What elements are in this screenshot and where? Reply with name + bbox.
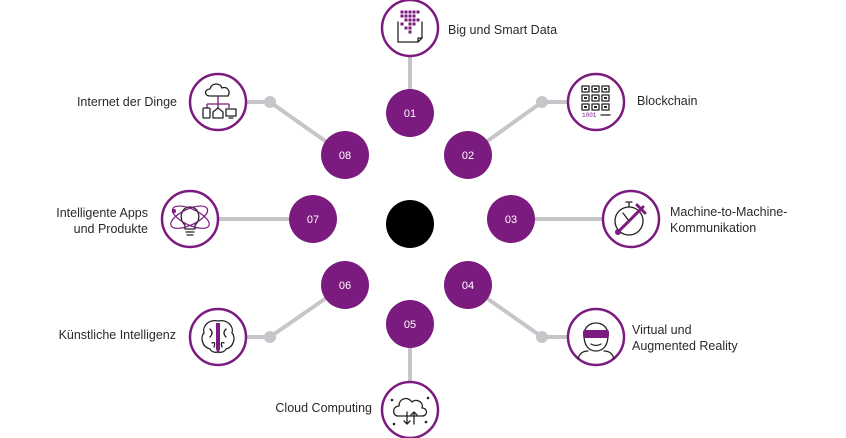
label-smart-apps: Intelligente Apps und Produkte <box>56 205 148 237</box>
label-ai: Künstliche Intelligenz <box>59 327 176 343</box>
number-label: 08 <box>339 150 351 162</box>
number-circle <box>386 300 434 348</box>
center-hub-dot <box>386 200 434 248</box>
label-line: Virtual und <box>632 323 692 337</box>
label-vr-ar: Virtual und Augmented Reality <box>632 322 738 354</box>
number-circles: 01 02 03 04 05 06 07 08 <box>289 89 535 348</box>
lightbulb-atom-icon <box>160 189 220 249</box>
label-line: Augmented Reality <box>632 339 738 353</box>
number-label: 04 <box>462 280 474 292</box>
cloud-icon <box>380 380 440 438</box>
connector-dot <box>264 331 276 343</box>
number-label: 07 <box>307 214 319 226</box>
connector-dot <box>536 331 548 343</box>
number-label: 05 <box>404 319 416 331</box>
label-line: und Produkte <box>73 222 148 236</box>
svg-text:1001: 1001 <box>582 112 597 119</box>
label-line: Cloud Computing <box>275 401 372 415</box>
number-circle <box>487 195 535 243</box>
vr-headset-icon <box>566 307 626 367</box>
number-circle <box>386 89 434 137</box>
number-label: 01 <box>404 108 416 120</box>
label-line: Internet der Dinge <box>76 95 177 109</box>
machine-to-machine-icon <box>601 189 661 249</box>
big-data-icon <box>380 0 440 58</box>
number-circle <box>321 131 369 179</box>
label-iot: Internet der Dinge <box>77 94 177 110</box>
number-label: 06 <box>339 280 351 292</box>
number-label: 03 <box>505 214 517 226</box>
brain-icon <box>188 307 248 367</box>
label-big-data: Big und Smart Data <box>448 22 557 38</box>
label-blockchain: Blockchain <box>637 93 697 109</box>
blockchain-icon: 1001 <box>566 72 626 132</box>
number-circle <box>321 261 369 309</box>
label-line: Künstliche Intelligenz <box>58 328 176 342</box>
label-line: Blockchain <box>637 94 698 108</box>
number-circle <box>444 261 492 309</box>
iot-devices-icon <box>188 72 248 132</box>
label-m2m: Machine-to-Machine- Kommunikation <box>670 204 787 236</box>
number-circle <box>289 195 337 243</box>
label-cloud: Cloud Computing <box>275 400 372 416</box>
label-line: Intelligente Apps <box>56 206 148 220</box>
connector-dot <box>536 96 548 108</box>
label-line: Big und Smart Data <box>448 23 558 37</box>
icon-circles: 1001 <box>160 0 661 438</box>
number-label: 02 <box>462 150 474 162</box>
connector-dot <box>264 96 276 108</box>
label-line: Machine-to-Machine- <box>670 205 788 219</box>
number-circle <box>444 131 492 179</box>
label-line: Kommunikation <box>670 221 757 235</box>
